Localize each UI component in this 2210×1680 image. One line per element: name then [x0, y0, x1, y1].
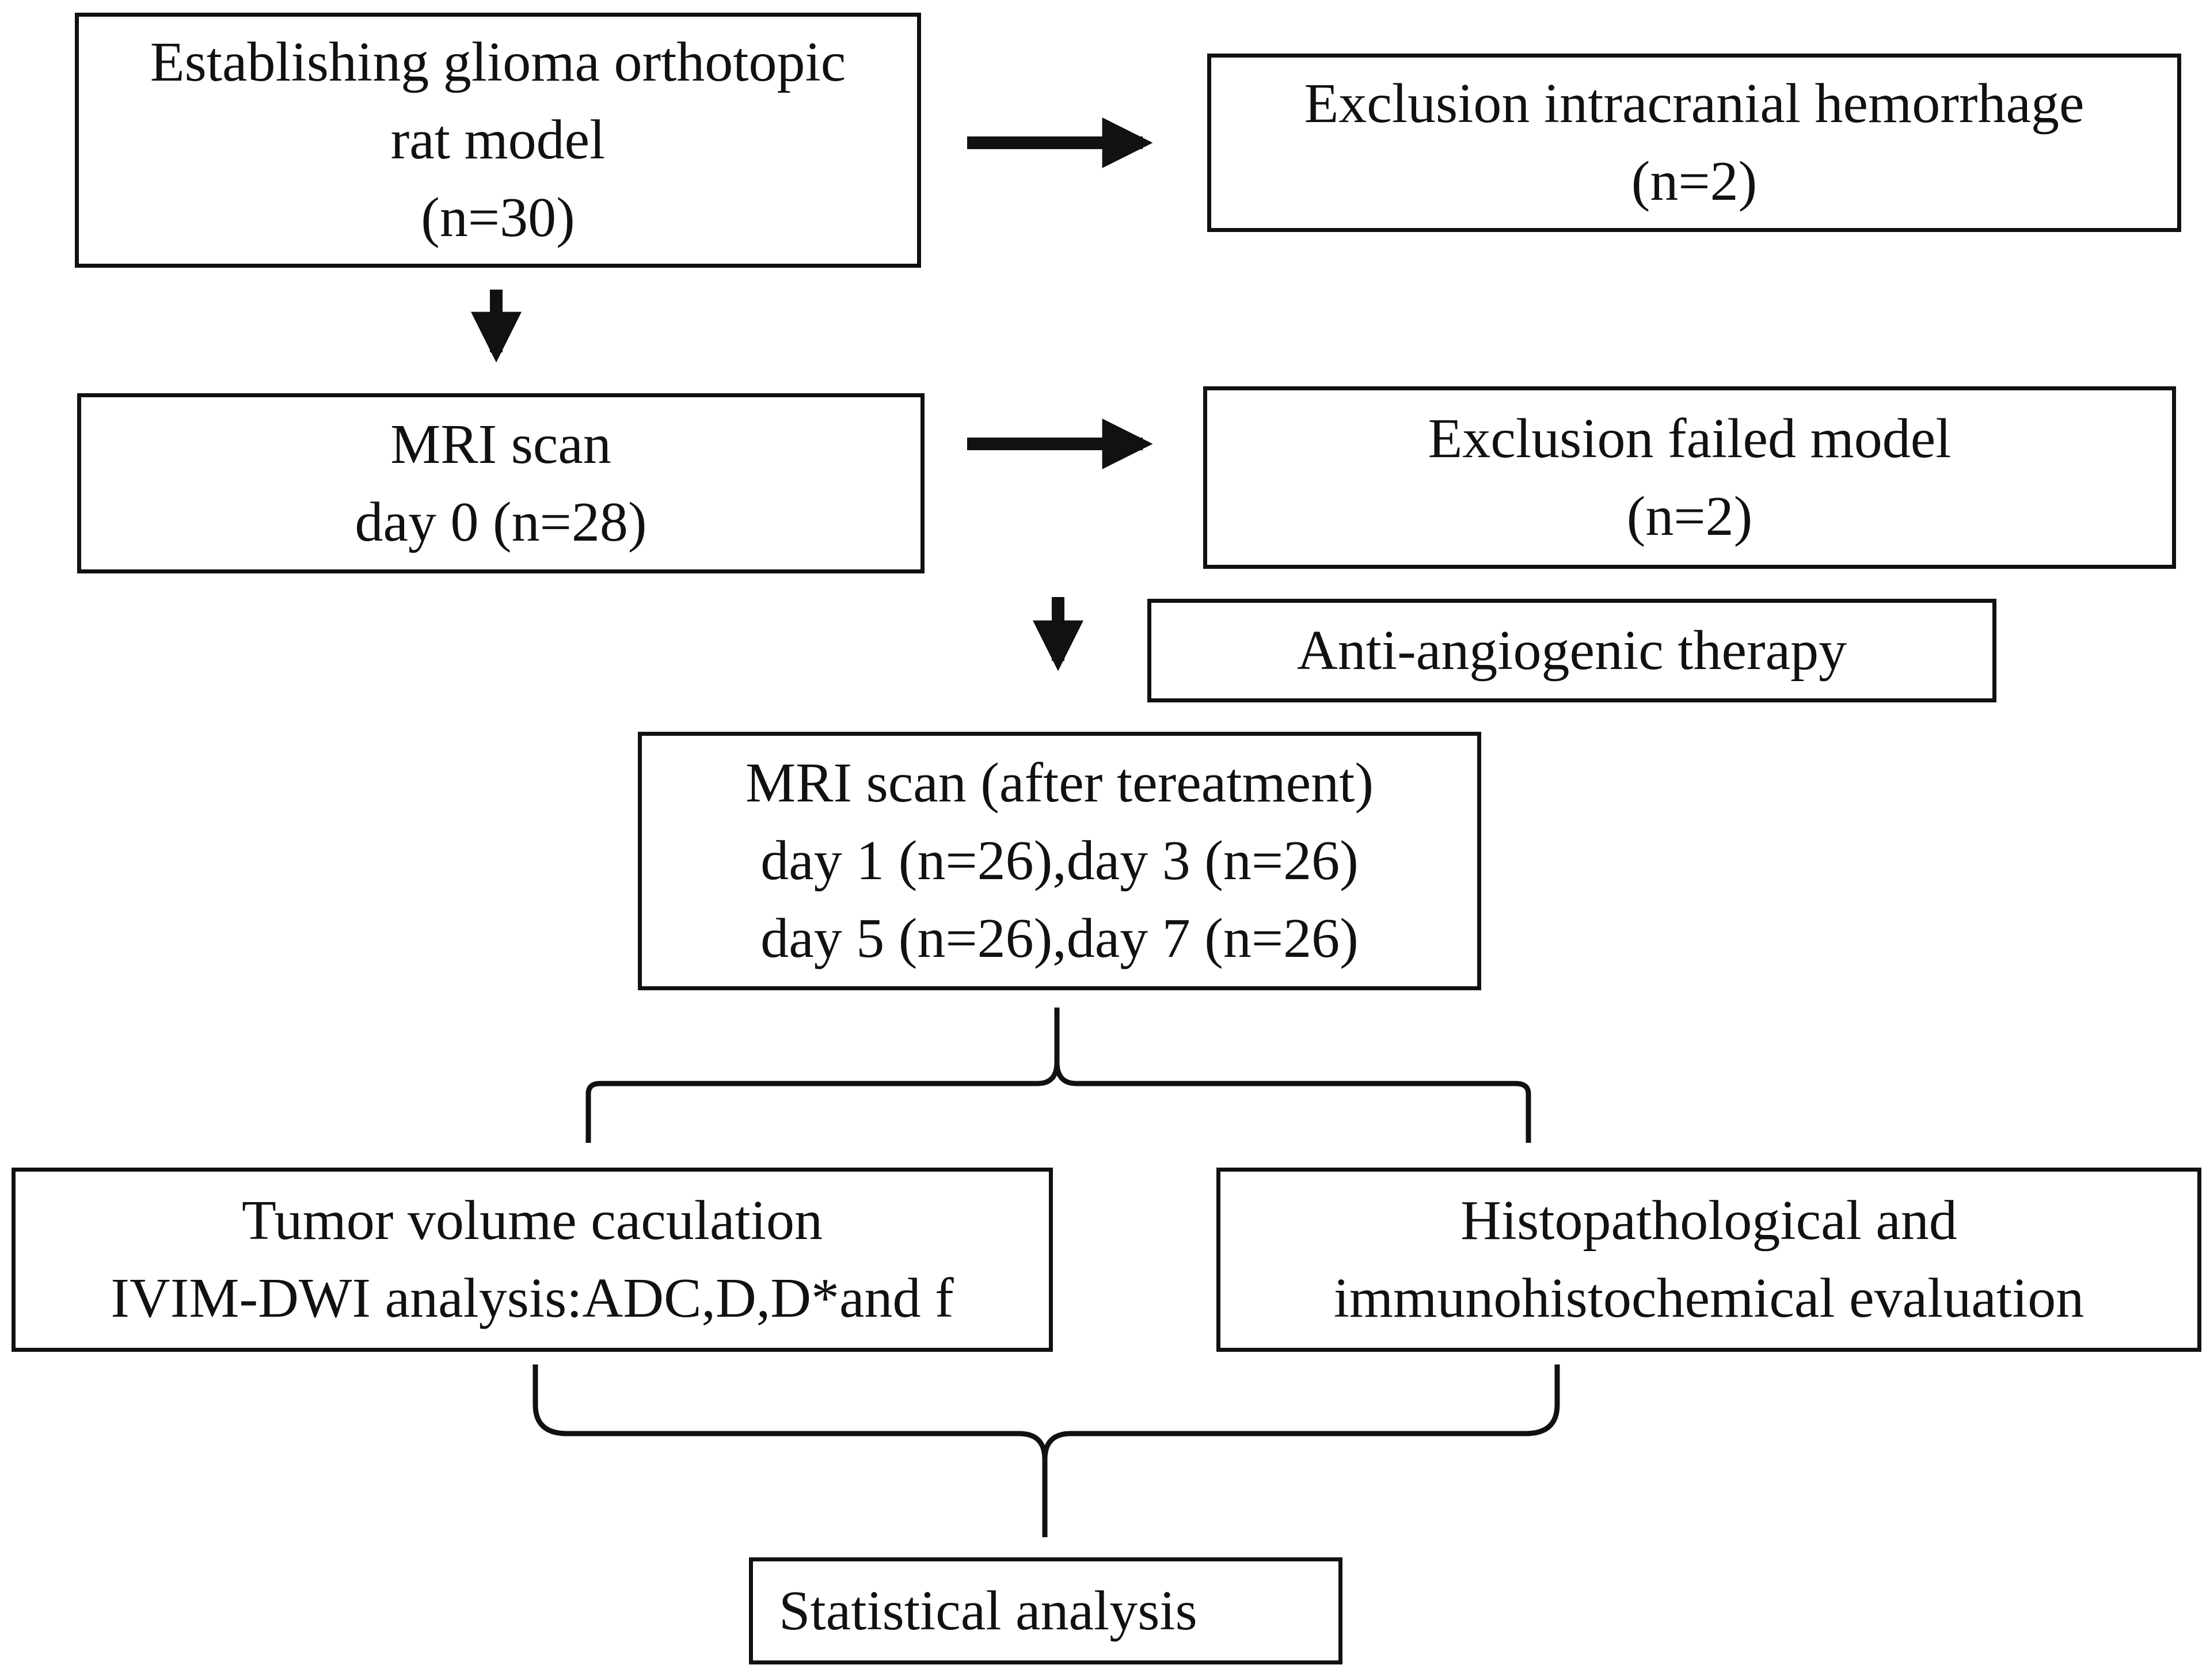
mri-scan-day0-box: MRI scan day 0 (n=28) [77, 393, 925, 573]
box-text-line: Tumor volume caculation [242, 1189, 823, 1252]
exclusion-hemorrhage-box: Exclusion intracranial hemorrhage (n=2) [1207, 54, 2181, 232]
box-text-line: immunohistochemical evaluation [1333, 1267, 2085, 1329]
box-text-line: MRI scan [390, 413, 611, 476]
box-text-line: day 5 (n=26),day 7 (n=26) [760, 907, 1359, 970]
box-text-line: IVIM-DWI analysis:ADC,D,D*and f [111, 1267, 954, 1329]
statistical-analysis-box: Statistical analysis [749, 1557, 1342, 1664]
box-text-line: Exclusion failed model [1428, 407, 1952, 470]
box-text-line: rat model [390, 109, 606, 171]
box-text-line: Histopathological and [1460, 1189, 1957, 1252]
box-text-line: Establishing glioma orthotopic [150, 31, 846, 93]
merge-brace [532, 1364, 1560, 1537]
box-text-line: Anti-angiogenic therapy [1296, 619, 1847, 682]
mri-scan-after-treatment-box: MRI scan (after tereatment) day 1 (n=26)… [638, 732, 1481, 990]
anti-angiogenic-therapy-box: Anti-angiogenic therapy [1147, 599, 1996, 702]
box-text-line: MRI scan (after tereatment) [745, 752, 1374, 814]
exclusion-failed-model-box: Exclusion failed model (n=2) [1203, 386, 2176, 569]
box-text-line: Statistical analysis [779, 1579, 1197, 1642]
box-text-line: (n=2) [1626, 485, 1753, 548]
box-text-line: day 1 (n=26),day 3 (n=26) [760, 830, 1359, 892]
box-text-line: Exclusion intracranial hemorrhage [1304, 73, 2085, 135]
box-text-line: day 0 (n=28) [355, 491, 647, 553]
box-text-line: (n=2) [1631, 150, 1758, 212]
tumor-volume-analysis-box: Tumor volume caculation IVIM-DWI analysi… [12, 1168, 1053, 1352]
establish-model-box: Establishing glioma orthotopic rat model… [75, 13, 921, 268]
split-brace [585, 1008, 1531, 1143]
box-text-line: (n=30) [421, 187, 575, 249]
histopathology-evaluation-box: Histopathological and immunohistochemica… [1216, 1168, 2201, 1352]
